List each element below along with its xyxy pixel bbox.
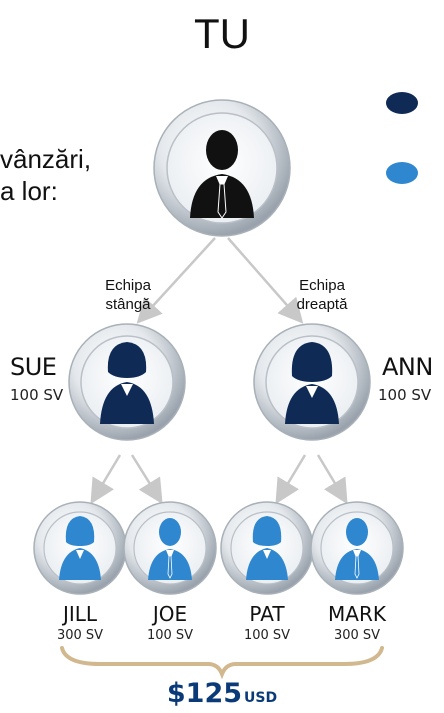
right-team-line-2: dreaptă xyxy=(296,296,348,313)
left-team-line-1: Echipa xyxy=(105,277,151,294)
customer-name-jill: JILL xyxy=(62,602,98,626)
earnings-currency: USD xyxy=(244,690,278,706)
right-team-line-1: Echipa xyxy=(299,277,345,294)
page-title: TU xyxy=(194,10,250,57)
node-pat xyxy=(220,501,314,595)
left-team-line-2: stângă xyxy=(105,296,151,313)
arrow-to-jill xyxy=(90,454,122,505)
arrow-to-pat xyxy=(275,454,307,505)
partner-volume-sue: 100 SV xyxy=(10,386,64,404)
node-joe xyxy=(123,501,217,595)
person-icon-woman-light xyxy=(59,516,101,580)
customer-volume-jill: 300 SV xyxy=(56,628,104,643)
customer-volume-joe: 100 SV xyxy=(146,628,194,643)
node-jill xyxy=(33,501,127,595)
node-sue xyxy=(68,323,186,441)
customer-name-pat: PAT xyxy=(249,602,285,626)
grouping-brace xyxy=(60,646,384,680)
node-tu xyxy=(153,99,291,237)
arrow-to-ann xyxy=(227,237,304,324)
node-mark xyxy=(310,501,404,595)
customer-name-joe: JOE xyxy=(152,602,188,626)
person-icon-woman-dark xyxy=(285,342,339,424)
customer-name-mark: MARK xyxy=(328,602,386,626)
intro-line-1: vânzări, xyxy=(0,144,92,174)
person-icon-woman-dark xyxy=(100,342,154,424)
arrow-to-joe xyxy=(130,454,163,505)
left-team-label: Echipa stângă xyxy=(88,276,168,314)
person-icon-man-light xyxy=(148,518,192,580)
intro-line-2: a lor: xyxy=(0,176,58,206)
earnings-amount: $125 xyxy=(166,678,243,709)
arrow-to-mark xyxy=(316,454,348,505)
customer-volume-mark: 300 SV xyxy=(333,628,381,643)
legend-light-swatch xyxy=(386,162,418,184)
partner-name-sue: SUE xyxy=(10,353,57,381)
person-icon-black xyxy=(190,130,254,219)
right-team-label: Echipa dreaptă xyxy=(280,276,364,314)
legend-dark-swatch xyxy=(386,92,418,114)
person-icon-man-light xyxy=(335,518,379,580)
node-ann xyxy=(253,323,371,441)
partner-volume-ann: 100 SV xyxy=(378,386,432,404)
partner-name-ann: ANN xyxy=(382,353,433,381)
customer-volume-pat: 100 SV xyxy=(243,628,291,643)
arrow-to-sue xyxy=(136,237,216,324)
person-icon-woman-light xyxy=(246,516,288,580)
